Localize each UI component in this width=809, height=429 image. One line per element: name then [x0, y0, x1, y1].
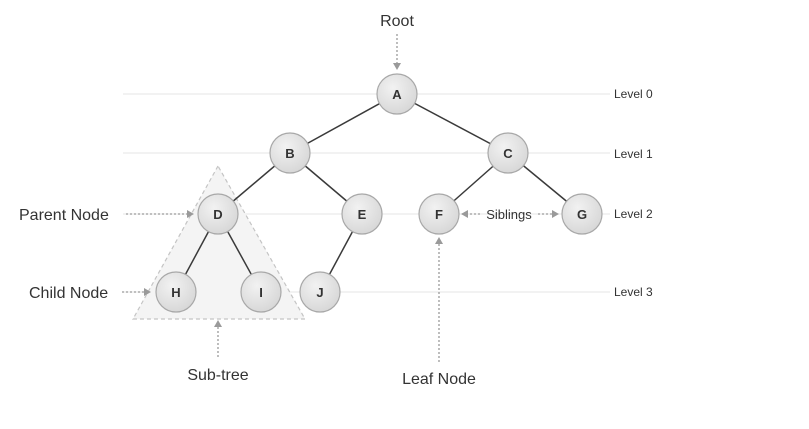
tree-node-e: E [341, 193, 383, 235]
tree-nodes: A B C D E F G H I J [155, 73, 603, 313]
tree-node-a: A [376, 73, 418, 115]
leaf-node-label: Leaf Node [402, 371, 476, 388]
node-label: I [259, 285, 263, 300]
tree-node-g: G [561, 193, 603, 235]
node-label: B [285, 146, 294, 161]
node-circle [561, 193, 603, 235]
node-label: D [213, 207, 222, 222]
level-1-label: Level 1 [614, 147, 653, 161]
node-label: C [503, 146, 513, 161]
node-circle [341, 193, 383, 235]
tree-node-j: J [299, 271, 341, 313]
root-label: Root [380, 13, 414, 30]
tree-node-c: C [487, 132, 529, 174]
annotation-arrows [122, 34, 559, 362]
node-circle [299, 271, 341, 313]
siblings-label: Siblings [486, 207, 532, 222]
level-0-label: Level 0 [614, 87, 653, 101]
parent-node-label: Parent Node [19, 207, 109, 224]
tree-node-f: F [418, 193, 460, 235]
tree-node-h: H [155, 271, 197, 313]
node-label: G [577, 207, 587, 222]
node-circle [487, 132, 529, 174]
node-label: J [316, 285, 323, 300]
level-2-label: Level 2 [614, 207, 653, 221]
sub-tree-label: Sub-tree [187, 367, 248, 384]
node-circle [418, 193, 460, 235]
node-circle [269, 132, 311, 174]
level-labels: Level 0 Level 1 Level 2 Level 3 [614, 87, 653, 299]
edge-a-c [396, 93, 509, 154]
tree-node-b: B [269, 132, 311, 174]
node-circle [197, 193, 239, 235]
node-label: E [358, 207, 367, 222]
tree-node-d: D [197, 193, 239, 235]
node-label: H [171, 285, 180, 300]
level-3-label: Level 3 [614, 285, 653, 299]
child-node-label: Child Node [29, 285, 108, 302]
node-label: F [435, 207, 443, 222]
node-label: A [392, 87, 402, 102]
node-circle [240, 271, 282, 313]
tree-node-i: I [240, 271, 282, 313]
annotation-labels: Root Parent Node Child Node Sub-tree Lea… [19, 13, 532, 388]
node-circle [376, 73, 418, 115]
node-circle [155, 271, 197, 313]
